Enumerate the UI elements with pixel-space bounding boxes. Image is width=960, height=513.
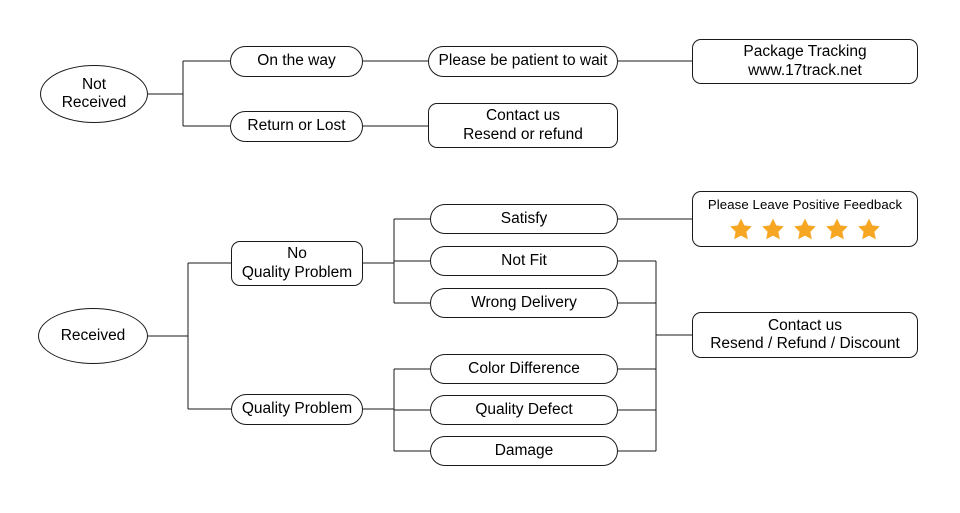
node-not-fit[interactable]: Not Fit <box>430 246 618 276</box>
node-quality-problem[interactable]: Quality Problem <box>231 394 363 425</box>
node-on-the-way[interactable]: On the way <box>230 46 363 77</box>
node-satisfy[interactable]: Satisfy <box>430 204 618 234</box>
node-contact-us-resend-refund-line-1: Contact us <box>485 107 561 125</box>
node-positive-feedback[interactable]: Please Leave Positive Feedback <box>692 191 918 247</box>
node-package-tracking[interactable]: Package Tracking www.17track.net <box>692 39 918 84</box>
node-wrong-delivery[interactable]: Wrong Delivery <box>430 288 618 318</box>
star-icon[interactable] <box>825 217 849 241</box>
node-not-fit-label: Not Fit <box>501 251 547 269</box>
node-no-quality-problem-line-1: No <box>287 245 307 263</box>
node-please-be-patient-label: Please be patient to wait <box>438 52 608 70</box>
node-return-or-lost[interactable]: Return or Lost <box>230 111 363 142</box>
node-package-tracking-line-1: Package Tracking <box>743 43 867 61</box>
node-no-quality-problem-line-2: Quality Problem <box>241 263 353 281</box>
node-not-received[interactable]: Not Received <box>40 65 148 123</box>
node-wrong-delivery-label: Wrong Delivery <box>471 293 577 311</box>
node-color-difference-label: Color Difference <box>468 359 580 377</box>
node-received-label: Received <box>60 326 126 344</box>
star-icon[interactable] <box>761 217 785 241</box>
node-damage[interactable]: Damage <box>430 436 618 466</box>
node-satisfy-label: Satisfy <box>500 209 548 227</box>
node-color-difference[interactable]: Color Difference <box>430 354 618 384</box>
node-no-quality-problem[interactable]: No Quality Problem <box>231 241 363 286</box>
node-return-or-lost-label: Return or Lost <box>247 117 346 135</box>
node-not-received-line-1: Not <box>81 75 107 93</box>
node-contact-discount-line-2: Resend / Refund / Discount <box>710 335 900 352</box>
node-package-tracking-line-2: www.17track.net <box>748 61 862 79</box>
node-contact-us-resend-refund-discount[interactable]: Contact us Resend / Refund / Discount <box>692 312 918 358</box>
node-contact-discount-line-1: Contact us <box>767 316 843 334</box>
node-quality-defect[interactable]: Quality Defect <box>430 395 618 425</box>
rating-stars[interactable] <box>729 217 881 241</box>
node-quality-problem-label: Quality Problem <box>241 400 353 418</box>
positive-feedback-title: Please Leave Positive Feedback <box>707 197 903 213</box>
node-received[interactable]: Received <box>38 308 148 364</box>
node-contact-us-resend-refund-line-2: Resend or refund <box>463 125 583 143</box>
star-icon[interactable] <box>793 217 817 241</box>
node-please-be-patient[interactable]: Please be patient to wait <box>428 46 618 77</box>
star-icon[interactable] <box>729 217 753 241</box>
node-damage-label: Damage <box>494 441 554 459</box>
node-quality-defect-label: Quality Defect <box>475 400 573 418</box>
node-on-the-way-label: On the way <box>257 52 336 70</box>
star-icon[interactable] <box>857 217 881 241</box>
node-contact-us-resend-refund[interactable]: Contact us Resend or refund <box>428 103 618 148</box>
node-not-received-line-2: Received <box>61 94 127 111</box>
